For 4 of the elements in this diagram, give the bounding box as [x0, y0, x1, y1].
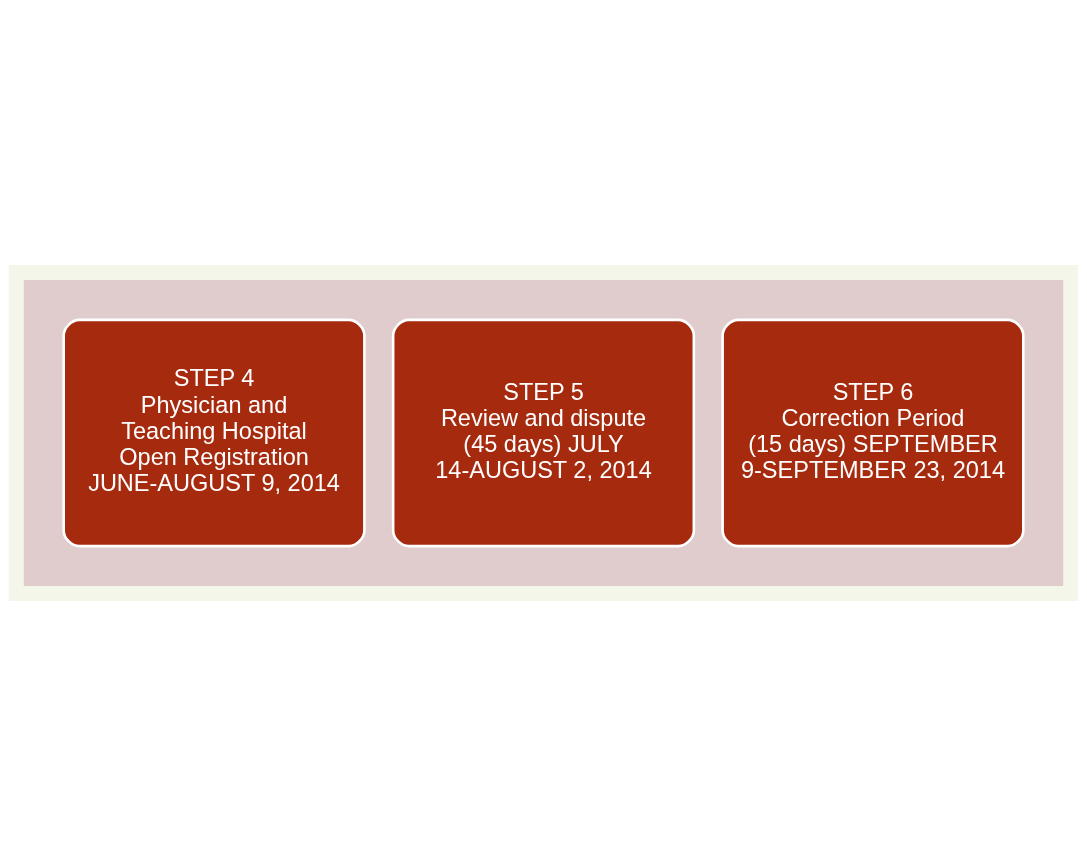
cluster — [23, 279, 1064, 586]
node-box: STEP 5 Review and dispute (45 days) JULY 14-AUGUST 2, 2014 — [391, 318, 696, 547]
node-box: STEP 6 Correction Period (15 days) SEPTEMBER 9-SEPTEMBER 23, 2014 — [721, 318, 1025, 547]
node-box: STEP 4 Physician and Teaching Hospital Open Registration JUNE-AUGUST 9, 2014 — [62, 318, 366, 547]
